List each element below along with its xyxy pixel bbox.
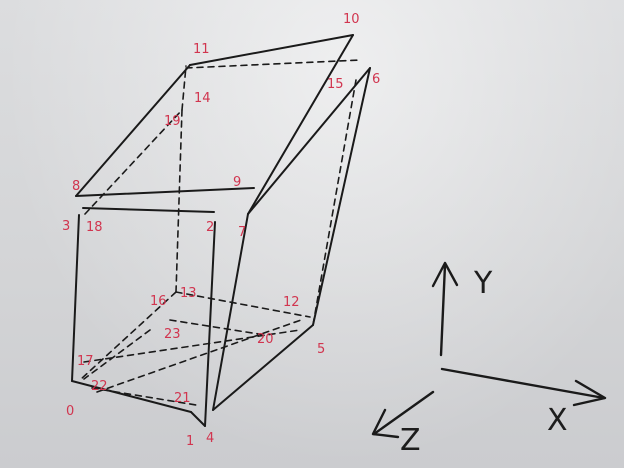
- vertex-label: 2: [206, 220, 214, 235]
- vertex-label: 7: [238, 225, 246, 240]
- vertex-label: 1: [186, 434, 194, 449]
- axis-layer: Y X Z: [371, 261, 607, 458]
- solid-edge: [212, 324, 314, 411]
- solid-edge: [312, 67, 371, 326]
- vertex-label: 14: [194, 91, 211, 106]
- solid-edge: [204, 221, 216, 427]
- vertex-label: 16: [150, 294, 167, 309]
- vertex-label: 21: [174, 391, 191, 406]
- solid-edge: [82, 207, 215, 213]
- hidden-edge: [96, 319, 302, 393]
- solid-edge: [247, 67, 371, 215]
- vertex-label: 9: [233, 175, 241, 190]
- vertex-label: 5: [317, 342, 325, 357]
- hidden-edge: [181, 65, 187, 111]
- solid-edge: [190, 411, 206, 427]
- vertex-label: 19: [164, 114, 181, 129]
- y-axis-label: Y: [473, 266, 493, 301]
- vertex-label: 13: [180, 286, 197, 301]
- x-axis-arrowhead: [572, 379, 607, 407]
- solid-edge: [189, 34, 354, 66]
- hidden-edge: [84, 109, 183, 215]
- hidden-edge: [175, 291, 311, 318]
- solid-edge: [247, 34, 354, 215]
- x-axis-line: [440, 367, 606, 400]
- hidden-edge: [175, 109, 183, 293]
- vertex-label: 3: [62, 219, 70, 234]
- z-axis-line: [372, 390, 435, 436]
- solid-edge: [71, 214, 80, 382]
- hidden-edge: [169, 319, 266, 336]
- solid-edge: [75, 64, 191, 197]
- vertex-label: 10: [343, 12, 360, 27]
- vertex-label: 18: [86, 220, 103, 235]
- vertex-label: 15: [327, 77, 344, 92]
- hidden-edge: [79, 291, 177, 381]
- hidden-edge: [83, 329, 301, 363]
- vertex-label: 11: [193, 42, 210, 57]
- vertex-label: 12: [283, 295, 300, 310]
- hidden-edge: [83, 329, 151, 380]
- edges-layer: [71, 34, 371, 427]
- hidden-edge: [185, 59, 362, 69]
- y-axis-arrowhead: [431, 261, 459, 288]
- vertex-label: 4: [206, 431, 214, 446]
- z-axis-label: Z: [400, 423, 421, 458]
- hidden-edge: [91, 387, 197, 406]
- x-axis-label: X: [547, 403, 568, 438]
- vertex-label: 6: [372, 72, 380, 87]
- solid-edge: [212, 213, 249, 411]
- z-axis-arrowhead: [371, 408, 400, 439]
- vertex-label: 22: [91, 379, 108, 394]
- vertex-label: 23: [164, 327, 181, 342]
- y-axis-line: [439, 263, 447, 357]
- hidden-edge: [312, 79, 357, 326]
- vertex-label: 0: [66, 404, 74, 419]
- vertex-label: 17: [77, 354, 94, 369]
- vertex-label: 8: [72, 179, 80, 194]
- vertex-label: 20: [257, 332, 274, 347]
- solid-edge: [71, 380, 192, 413]
- solid-edge: [75, 187, 255, 197]
